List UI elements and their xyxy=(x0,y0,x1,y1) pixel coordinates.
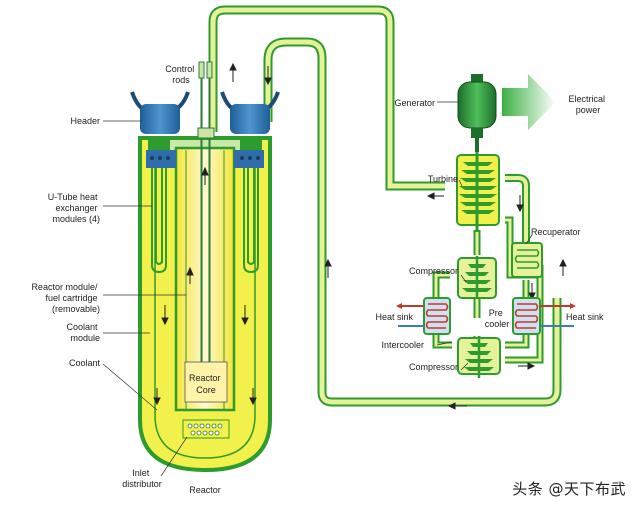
label-reactor: Reactor xyxy=(189,485,221,495)
label-coolant-module: Coolant module xyxy=(66,322,100,343)
control-rods xyxy=(197,61,215,362)
compressor-bottom xyxy=(457,336,501,378)
leader-lines xyxy=(102,101,533,477)
label-header: Header xyxy=(70,116,100,126)
heat-sink-right-lines xyxy=(540,303,576,327)
intercooler xyxy=(423,297,451,335)
heat-sink-left-lines xyxy=(396,303,424,327)
label-recuperator: Recuperator xyxy=(531,227,581,237)
label-heat-sink-left: Heat sink xyxy=(375,312,413,322)
return-pipe xyxy=(263,37,562,407)
turbine-to-recuperator-pipe xyxy=(505,174,530,244)
hot-pipe xyxy=(208,5,445,191)
label-u-tube: U-Tube heat exchanger modules (4) xyxy=(48,192,100,224)
label-compressor-bottom: Compressor xyxy=(409,362,458,372)
label-reactor-core: Reactor Core xyxy=(189,373,223,395)
label-reactor-module: Reactor module/ fuel cartridge (removabl… xyxy=(31,282,100,314)
pipe-flow-arrows xyxy=(229,62,567,410)
pre-cooler xyxy=(512,297,541,335)
label-coolant: Coolant xyxy=(69,358,101,368)
reactor-flow-arrows xyxy=(153,166,257,406)
label-turbine: Turbine xyxy=(428,174,458,184)
label-pre-cooler: Pre cooler xyxy=(485,308,510,329)
label-compressor-top: Compressor xyxy=(409,266,458,276)
generator xyxy=(457,74,497,152)
label-intercooler: Intercooler xyxy=(381,340,424,350)
label-heat-sink-right: Heat sink xyxy=(566,312,604,322)
label-electrical-power: Electrical power xyxy=(568,94,607,115)
label-generator: Generator xyxy=(394,98,435,108)
electrical-power-arrow xyxy=(502,74,556,130)
compressor-top xyxy=(457,256,497,299)
watermark: 头条 @天下布武 xyxy=(512,480,626,498)
reactor-core xyxy=(184,361,228,403)
header xyxy=(130,91,280,134)
recuperator xyxy=(511,242,543,278)
label-control-rods: Control rods xyxy=(165,64,197,85)
label-inlet-distributor: Inlet distributor xyxy=(122,468,162,489)
inlet-distributor xyxy=(182,419,230,439)
u-tube-heat-exchanger xyxy=(151,168,259,274)
coolant-manifolds xyxy=(146,150,264,168)
turbine xyxy=(456,152,500,232)
